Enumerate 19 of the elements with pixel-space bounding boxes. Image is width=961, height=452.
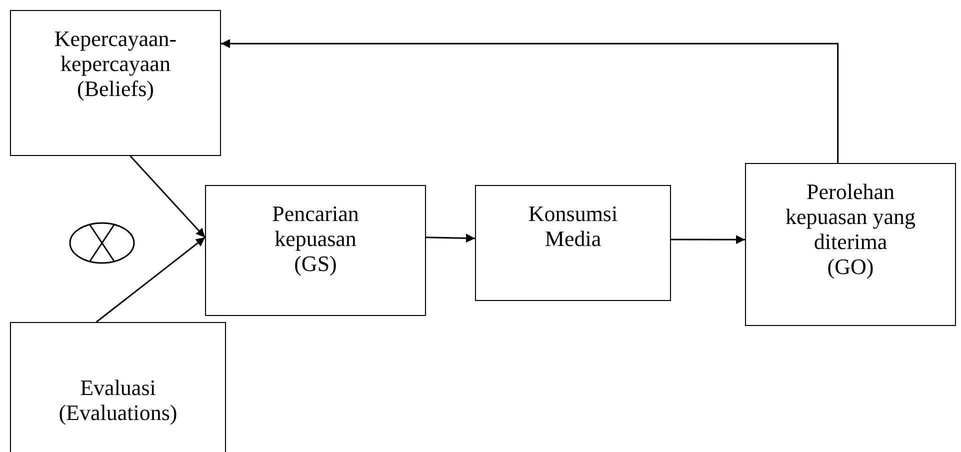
- arrow: [671, 235, 745, 244]
- box-label: (Beliefs): [77, 76, 154, 101]
- process-box: [10, 322, 226, 452]
- box-label: (GO): [827, 254, 874, 279]
- box-label: Perolehan kepuasan yang diterima: [784, 179, 917, 254]
- box-label: Pencarian kepuasan: [271, 201, 360, 251]
- box-label: Kepercayaan-kepercayaan: [53, 26, 178, 76]
- process-box: [745, 163, 956, 326]
- process-box: [475, 185, 671, 301]
- arrow: [426, 234, 476, 243]
- arrow: [221, 39, 839, 163]
- process-box: [10, 10, 221, 156]
- box-label: Evaluasi: [80, 375, 156, 400]
- box-label: Konsumsi Media: [527, 201, 619, 251]
- arrow: [96, 236, 206, 323]
- box-label: (GS): [294, 251, 337, 276]
- box-label: (Evaluations): [58, 400, 178, 425]
- arrow: [130, 156, 206, 238]
- process-box: [205, 185, 426, 316]
